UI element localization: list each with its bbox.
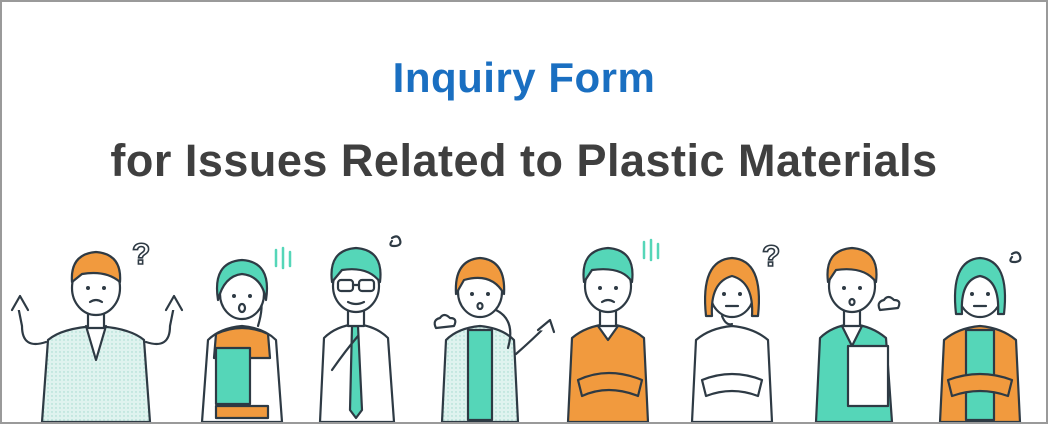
shock-lines-icon	[274, 246, 292, 270]
question-mark-icon: ?	[132, 238, 150, 271]
person-woman-arms-crossed	[938, 251, 1022, 422]
person-woman-surprised	[200, 246, 292, 422]
person-man-with-clipboard	[814, 246, 901, 422]
person-man-shrugging: ?	[10, 237, 184, 422]
shock-lines-icon	[642, 238, 660, 262]
sigh-puff-icon	[433, 313, 457, 330]
banner-title: Inquiry Form	[392, 54, 656, 101]
person-woman-pondering: ?	[690, 239, 781, 422]
sigh-puff-icon	[877, 295, 901, 312]
question-mark-icon: ?	[762, 240, 780, 273]
person-man-glasses-thinking	[318, 235, 402, 422]
banner-subtitle: for Issues Related to Plastic Materials	[110, 135, 938, 186]
person-woman-sighing	[433, 256, 556, 422]
scribble-icon	[389, 235, 402, 248]
scribble-icon	[1009, 251, 1022, 264]
person-man-worried	[566, 238, 660, 422]
people-illustration: ?	[2, 230, 1046, 422]
